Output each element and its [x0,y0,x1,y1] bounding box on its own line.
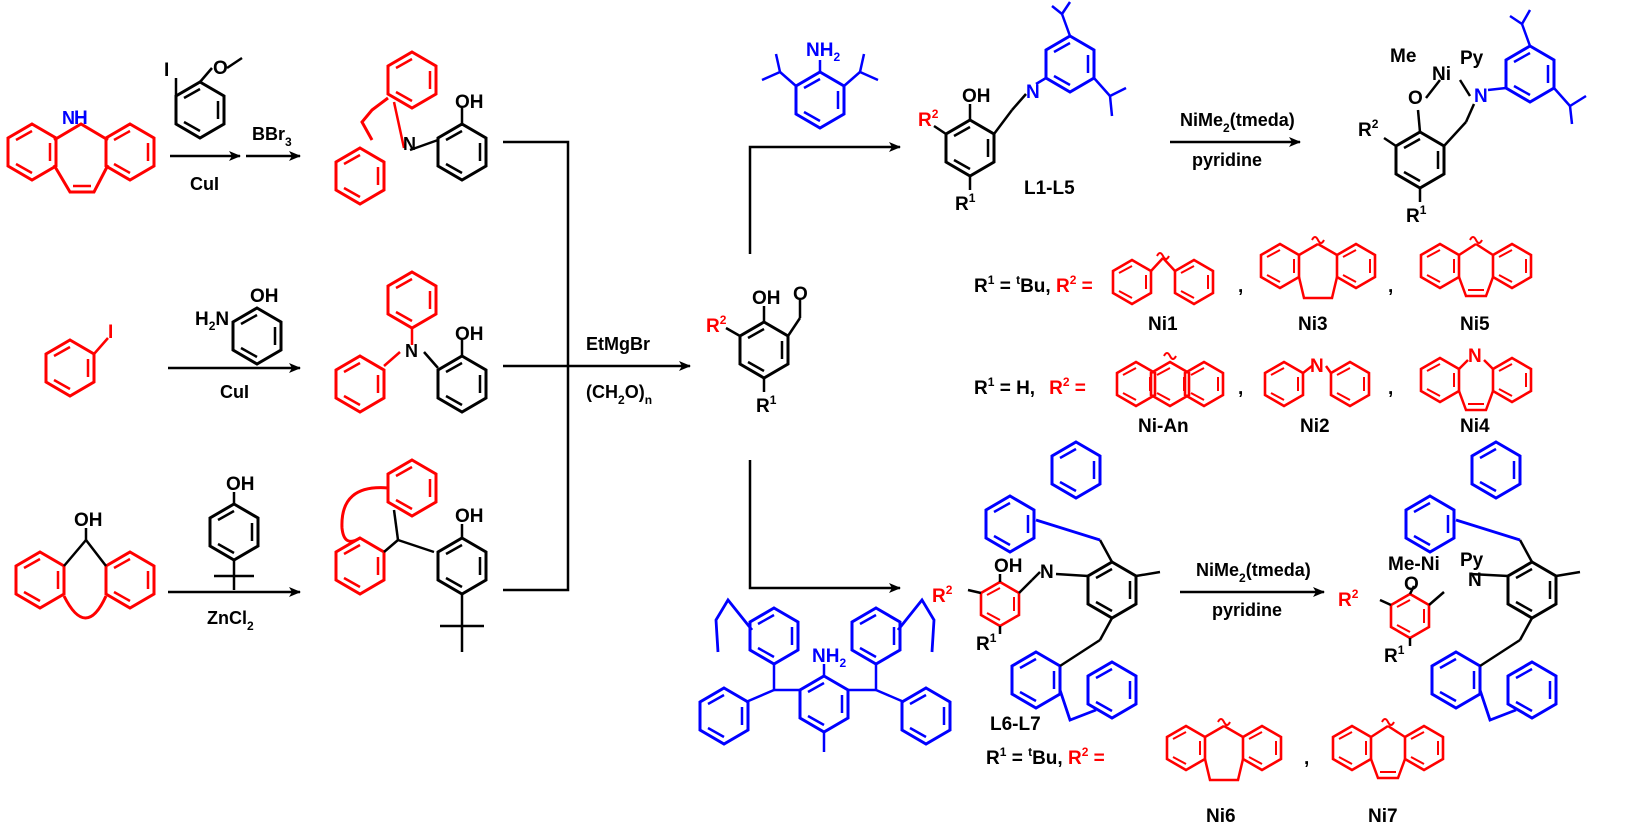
ni3-substituent-structure [1259,236,1377,300]
n-label: N [62,108,75,128]
oh-tbuphenol: OH [226,474,255,495]
r1-ligand-l6: R1 [976,631,997,655]
aldehyde-o: O [793,284,808,305]
iodoanisole-structure [174,56,243,140]
ni1-substituent-structure [1111,252,1215,306]
dibenzosuberol-structure [14,528,156,620]
r2-ni-top: R2 [1358,117,1379,141]
aminophenol-structure [231,306,283,366]
tbu-phenol-structure [208,492,260,590]
reagent-etmgbr: EtMgBr [586,334,650,354]
label-ni7: Ni7 [1368,806,1398,827]
label-ni3: Ni3 [1298,314,1328,335]
label-ni4: Ni4 [1460,416,1490,437]
ni-complex-bottom-structure [1379,440,1581,722]
iodobenzene-structure [44,337,109,398]
n-label-product2: N [405,341,418,361]
salicylaldehyde-structure [725,300,802,392]
ni6-substituent-structure [1165,718,1283,782]
ni-top: Ni [1432,64,1451,85]
ni7-substituent-structure [1331,718,1445,780]
o-ni-bottom: O [1404,574,1419,595]
reagent-paraformaldehyde: (CH2O)n [586,382,652,407]
ni-complex-top-structure [1383,9,1587,202]
label-ni6: Ni6 [1206,806,1236,827]
nh2-aniline: NH2 [806,40,840,64]
n-ni-bottom: N [1468,570,1482,591]
ligand-l1-l5-structure [933,1,1127,190]
oh-product1: OH [455,92,484,113]
r1-ni-bottom: R1 [1384,643,1405,667]
row2-prefix: R1 = H,R2 = [974,375,1086,399]
nh-label: H [74,108,88,129]
r2-ligand-l6: R2 [932,583,953,607]
oh-product2: OH [455,324,484,345]
r2-ni-bottom: R2 [1338,587,1359,611]
ligand-l6-l7-structure [967,440,1161,722]
arrow-to-l1 [748,142,901,254]
n-ni-top: N [1474,86,1488,107]
r1-ligand-l1: R1 [955,191,976,215]
comma-1: , [1238,276,1243,297]
suberyl-phenol-product [334,458,488,652]
comma-5: , [1304,748,1309,769]
row3-prefix: R1 = tBu, R2 = [986,745,1105,769]
iodo-label: I [164,60,169,81]
oh-aminophenol: OH [250,286,279,307]
o-ni-top: O [1408,88,1423,109]
reagent-nime2-2: NiMe2(tmeda) [1196,560,1311,585]
n-ligand-l6: N [1040,562,1054,583]
row1-prefix: R1 = tBu, R2 = [974,273,1093,297]
dibenzazepine-structure [6,122,156,194]
reagent-bbr3: BBr3 [252,124,292,149]
n-ligand-l1: N [1026,82,1040,103]
n-label-product1: N [403,134,416,154]
label-l6-l7: L6-L7 [990,714,1041,735]
oh-ligand-l1: OH [962,86,991,107]
reagent-zncl2: ZnCl2 [207,608,254,633]
reagent-cui-1: CuI [190,174,219,194]
ni5-substituent-structure [1419,236,1533,298]
ni4-substituent-structure [1419,356,1533,412]
comma-3: , [1238,378,1243,399]
reagent-pyridine: pyridine [1192,150,1262,170]
arrow-to-l6 [748,460,901,593]
label-ni5: Ni5 [1460,314,1490,335]
iodobenzene-i: I [108,322,113,343]
n-ni2: N [1310,356,1324,377]
oh-suberol: OH [74,510,103,531]
nian-substituent-structure [1115,352,1225,408]
triarylamine-product [334,270,488,414]
diisopropylaniline-structure [761,53,879,130]
label-ni1: Ni1 [1148,314,1178,335]
r2-aldehyde: R2 [706,313,727,337]
r1-ni-top: R1 [1406,203,1427,227]
oh-product3: OH [455,506,484,527]
ni2-substituent-structure [1263,360,1371,408]
oh-aldehyde: OH [752,288,781,309]
oh-ligand-l6: OH [994,556,1023,577]
n-ni4: N [1468,346,1482,367]
reagent-cui-2: CuI [220,382,249,402]
r1-aldehyde: R1 [756,393,777,417]
comma-4: , [1388,378,1393,399]
r2-ligand-l1: R2 [918,107,939,131]
phenol-dibenzazepine-product [334,50,488,206]
me-ni-bottom: Me-Ni [1388,554,1440,575]
methoxy-o: O [213,58,228,79]
py-bottom: Py [1460,550,1484,571]
reagent-nime2: NiMe2(tmeda) [1180,110,1295,135]
reagent-pyridine-2: pyridine [1212,600,1282,620]
label-nian: Ni-An [1138,416,1189,437]
nh2-bis-suberyl: NH2 [812,646,846,670]
bis-suberyl-aniline-structure [698,597,952,752]
me-ni-top: Me [1390,46,1416,67]
label-ni2: Ni2 [1300,416,1330,437]
py-top: Py [1460,48,1484,69]
comma-2: , [1388,276,1393,297]
label-l1-l5: L1-L5 [1024,178,1075,199]
h2n-label: H2N [195,309,229,333]
